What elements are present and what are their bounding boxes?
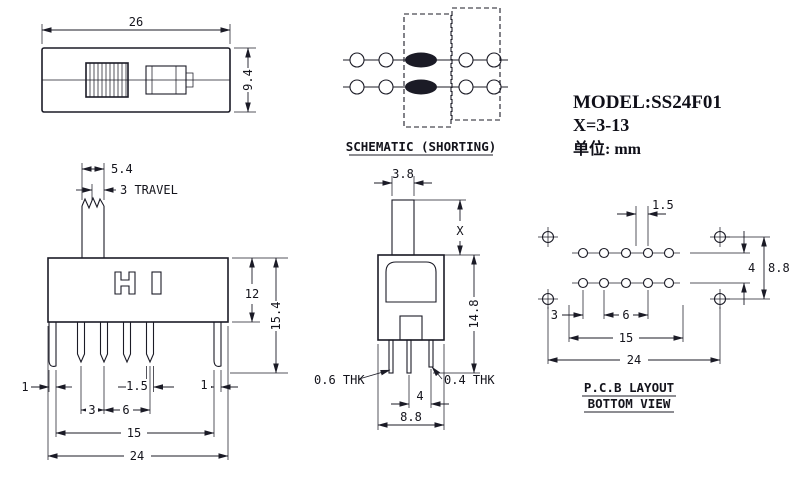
dim-top-height: 9.4 bbox=[241, 69, 255, 91]
top-view: 26 9.4 bbox=[41, 15, 256, 113]
dim-front-overall-width: 24 bbox=[130, 449, 144, 463]
thk-right-label: 0.4 THK bbox=[444, 373, 495, 387]
dim-front-lug-right: 1 bbox=[200, 378, 207, 392]
front-slot bbox=[151, 271, 162, 295]
unit-note: 单位: mm bbox=[573, 139, 642, 158]
pcb-caption-line2: BOTTOM VIEW bbox=[588, 396, 671, 411]
pcb-caption-line1: P.C.B LAYOUT bbox=[584, 380, 674, 395]
title-block: MODEL:SS24F01 X=3-13 单位: mm bbox=[573, 92, 722, 158]
front-view: 5.4 3 TRAVEL 12 15.4 1 bbox=[21, 162, 288, 463]
side-actuator bbox=[391, 199, 415, 256]
wiper-position-box-2 bbox=[451, 7, 501, 121]
front-actuator bbox=[81, 196, 105, 258]
pcb-pads bbox=[577, 247, 675, 289]
front-body-outline bbox=[47, 257, 229, 323]
front-terminals bbox=[48, 322, 222, 367]
slider-knob bbox=[85, 62, 129, 98]
dim-front-pitch-large: 6 bbox=[122, 403, 129, 417]
pcb-mounting-holes bbox=[538, 227, 730, 309]
schematic-view: SCHEMATIC (SHORTING) bbox=[343, 7, 508, 156]
side-body-outline bbox=[377, 254, 445, 341]
dim-front-body-height: 12 bbox=[245, 287, 259, 301]
dim-front-travel: 3 TRAVEL bbox=[120, 183, 178, 197]
dim-pcb-pitch-small: 3 bbox=[551, 308, 558, 322]
dim-side-total-height: 14.8 bbox=[467, 300, 481, 329]
dim-side-body-depth: 8.8 bbox=[400, 410, 422, 424]
side-inner-frame bbox=[385, 261, 437, 303]
x-range: X=3-13 bbox=[573, 115, 629, 135]
dim-front-pitch-small: 3 bbox=[88, 403, 95, 417]
side-view: 3.8 X 14.8 0.6 THK 0.4 THK 4 8.8 bbox=[314, 167, 495, 430]
dim-front-lug-left: 1 bbox=[21, 380, 28, 394]
thk-left-label: 0.6 THK bbox=[314, 373, 365, 387]
wiper-contact-top bbox=[405, 52, 437, 68]
dim-front-pin-span: 15 bbox=[127, 426, 141, 440]
dim-pcb-hole-span: 24 bbox=[627, 353, 641, 367]
dim-pcb-pad-span: 15 bbox=[619, 331, 633, 345]
side-terminals bbox=[388, 339, 434, 374]
pcb-view: 1.5 4 8.8 3 6 15 24 bbox=[538, 198, 790, 413]
dim-front-total-height: 15.4 bbox=[269, 302, 283, 331]
dim-pcb-offset: 1.5 bbox=[652, 198, 674, 212]
model-number: MODEL:SS24F01 bbox=[573, 92, 722, 113]
wiper-contact-bottom bbox=[405, 79, 437, 95]
side-inner-base bbox=[399, 315, 423, 341]
front-center-cutout bbox=[114, 271, 136, 295]
dim-front-knob: 5.4 bbox=[111, 162, 133, 176]
dim-side-knob-width: 3.8 bbox=[392, 167, 414, 181]
wiper-position-box-1 bbox=[403, 13, 452, 128]
dim-pcb-pitch-large: 6 bbox=[622, 308, 629, 322]
top-view-inner-frame bbox=[145, 65, 194, 95]
dim-top-width: 26 bbox=[129, 15, 143, 29]
schematic-contacts bbox=[349, 52, 502, 95]
dim-pcb-row-pitch: 4 bbox=[748, 261, 755, 275]
dim-front-pin-width: 1.5 bbox=[126, 379, 148, 393]
schematic-caption: SCHEMATIC (SHORTING) bbox=[346, 139, 497, 154]
dim-pcb-row-span: 8.8 bbox=[768, 261, 790, 275]
dim-side-stem-height: X bbox=[456, 224, 464, 238]
dim-side-pin-pitch: 4 bbox=[416, 389, 423, 403]
